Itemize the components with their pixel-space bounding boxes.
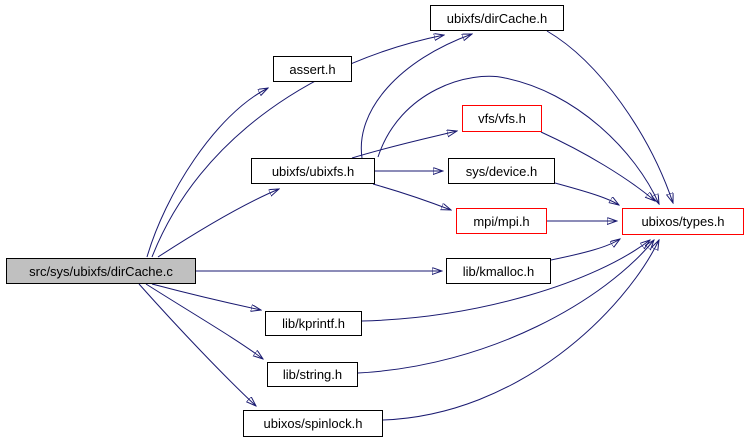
node-label: lib/string.h [282,367,343,382]
node-label: mpi/mpi.h [473,213,530,229]
node-src-sys-ubixfs-dircache-c[interactable]: src/sys/ubixfs/dirCache.c [6,258,196,284]
node-vfs-vfs-h[interactable]: vfs/vfs.h [462,105,542,132]
node-label: lib/kmalloc.h [462,263,535,279]
edge-kmalloc_h-to-types_h [550,239,620,261]
node-label: assert.h [289,61,336,77]
edge-string_h-to-types_h [357,240,654,374]
node-ubixos-types-h[interactable]: ubixos/types.h [622,208,744,235]
edge-dircache_c-to-kprintf_h [151,283,261,310]
node-label: sys/device.h [465,163,538,179]
edge-dircache_h-to-types_h [546,30,673,203]
edge-kprintf_h-to-types_h [361,240,650,322]
node-assert-h[interactable]: assert.h [273,56,352,82]
edge-vfs_h-to-types_h [540,131,655,201]
edge-dircache_c-to-string_h [145,283,263,359]
node-mpi-mpi-h[interactable]: mpi/mpi.h [456,208,547,234]
edge-spinlock_h-to-types_h [382,240,659,421]
node-label: vfs/vfs.h [478,111,526,126]
node-ubixfs-ubixfs-h[interactable]: ubixfs/ubixfs.h [251,158,375,184]
node-label: ubixfs/ubixfs.h [271,163,355,179]
node-label: ubixfs/dirCache.h [446,10,548,26]
node-label: lib/kprintf.h [282,316,345,331]
node-sys-device-h[interactable]: sys/device.h [448,158,555,184]
node-label: src/sys/ubixfs/dirCache.c [29,263,173,279]
edge-dircache_c-to-assert_h [146,88,268,258]
edge-device_h-to-types_h [554,182,619,205]
node-ubixos-spinlock-h[interactable]: ubixos/spinlock.h [243,410,383,437]
node-label: ubixos/types.h [641,214,725,229]
node-label: ubixos/spinlock.h [263,416,363,431]
edge-dircache_c-to-spinlock_h [138,283,256,406]
edge-dircache_c-to-dircache_h [151,35,444,258]
edge-ubixfs_h-to-mpi_h [372,183,451,210]
edge-ubixfs_h-to-vfs_h [351,131,457,159]
node-lib-string-h[interactable]: lib/string.h [267,362,358,387]
edge-ubixfs_h-to-dircache_h [360,34,472,159]
node-lib-kprintf-h[interactable]: lib/kprintf.h [265,311,362,336]
node-lib-kmalloc-h[interactable]: lib/kmalloc.h [446,258,551,284]
node-ubixfs-dircache-h[interactable]: ubixfs/dirCache.h [430,5,564,31]
edge-dircache_c-to-ubixfs_h [157,189,279,258]
edge-ubixfs_h-to-types_h [377,75,659,204]
